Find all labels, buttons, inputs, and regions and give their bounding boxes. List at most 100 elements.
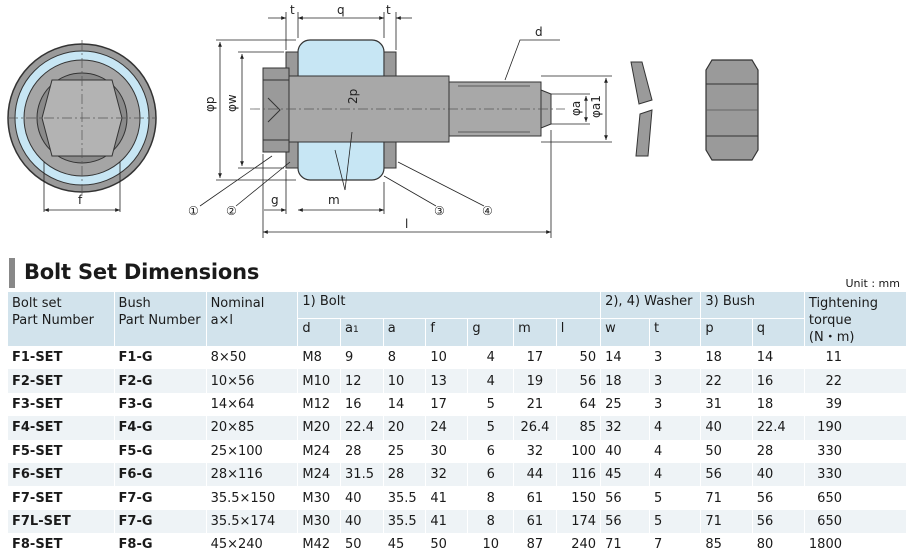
- table-cell: 18: [751, 392, 805, 417]
- table-cell: 330: [803, 439, 906, 463]
- dim-l: l: [405, 217, 408, 231]
- header-bolt: 1) Bolt: [297, 292, 601, 319]
- table-cell: F3-SET: [12, 396, 63, 412]
- subheader-q: q: [751, 317, 805, 346]
- callout-1: ①: [188, 204, 199, 218]
- table-cell: 4: [467, 346, 514, 370]
- table-cell: 80: [751, 533, 805, 557]
- callout-2: ②: [226, 204, 237, 218]
- subheader-d: d: [297, 317, 341, 346]
- table-cell: 12: [340, 369, 384, 393]
- table-cell: 28: [382, 462, 426, 487]
- table-cell: F7-G: [113, 486, 207, 510]
- subheader-w: w: [600, 317, 650, 346]
- table-cell: 10: [467, 533, 514, 557]
- table-cell: 44: [513, 462, 557, 487]
- table-cell: 150: [555, 486, 601, 510]
- table-cell: 40: [751, 462, 805, 487]
- table-cell: 40: [600, 439, 650, 463]
- table-cell: 32: [425, 462, 468, 487]
- unit-note: Unit : mm: [845, 277, 900, 290]
- subheader-m: m: [513, 317, 557, 346]
- table-cell: 28: [751, 439, 805, 463]
- table-cell: F3-G: [113, 392, 207, 417]
- table-cell: 8: [382, 346, 426, 370]
- table-cell: 20×85: [205, 416, 298, 440]
- subheader-a: a: [382, 317, 426, 346]
- table-cell: 21: [513, 392, 557, 417]
- dim-t-left: t: [290, 3, 295, 17]
- table-cell: 14: [382, 392, 426, 417]
- table-cell: 71: [700, 486, 753, 510]
- subheader-l: l: [555, 317, 601, 346]
- header-washer: 2), 4) Washer: [600, 292, 701, 319]
- table-cell: 28×116: [205, 462, 298, 487]
- table-cell: 25: [600, 392, 650, 417]
- table-cell: 19: [513, 369, 557, 393]
- table-cell: 71: [600, 533, 650, 557]
- table-cell: 56: [700, 462, 753, 487]
- dim-2p: 2p: [346, 89, 360, 104]
- table-cell: 56: [751, 509, 805, 534]
- table-cell: F6-G: [113, 462, 207, 487]
- table-cell: 25×100: [205, 439, 298, 463]
- table-cell: 17: [425, 392, 468, 417]
- table-cell: 20: [382, 416, 426, 440]
- table-cell: M42: [297, 533, 341, 557]
- dim-phi-p: φp: [203, 96, 217, 112]
- table-cell: 17: [513, 346, 557, 370]
- table-cell: 56: [555, 369, 601, 393]
- table-cell: 50: [700, 439, 753, 463]
- table-cell: 3: [648, 346, 701, 370]
- spring-washer: [630, 61, 653, 157]
- table-cell: 6: [467, 439, 514, 463]
- table-cell: M24: [297, 439, 341, 463]
- table-cell: F8-SET: [12, 537, 63, 553]
- table-cell: 240: [555, 533, 601, 557]
- table-cell: 26.4: [513, 416, 557, 440]
- table-cell: 8×50: [205, 346, 298, 370]
- table-cell: 14: [751, 346, 805, 370]
- bolt-set-table: Bolt set Part Number Bush Part Number No…: [8, 292, 906, 557]
- table-cell: M10: [297, 369, 341, 393]
- subheader-p: p: [700, 317, 753, 346]
- table-cell: 50: [555, 346, 601, 370]
- dim-d: d: [535, 25, 543, 39]
- table-cell: F1-G: [113, 346, 207, 370]
- table-cell: 14×64: [205, 392, 298, 417]
- table-cell: 116: [555, 462, 601, 487]
- table-cell: 31: [700, 392, 753, 417]
- table-cell: F6-SET: [8, 462, 115, 487]
- dim-q: q: [337, 3, 345, 17]
- subheader-a1: a1: [340, 317, 384, 346]
- table-cell: 5: [648, 509, 701, 534]
- table-cell: 22: [700, 369, 753, 393]
- table-cell: 4: [648, 439, 701, 463]
- table-cell: 24: [425, 416, 468, 440]
- table-cell: 3: [648, 392, 701, 417]
- header-bush-part-number: Bush Part Number: [113, 292, 207, 346]
- table-cell: 40: [340, 509, 384, 534]
- dim-f-end: f: [78, 193, 83, 207]
- dim-m: m: [328, 193, 340, 207]
- table-cell: 14: [600, 346, 650, 370]
- table-cell: M24: [297, 462, 341, 487]
- table-cell: 56: [751, 486, 805, 510]
- table-cell: 13: [425, 369, 468, 393]
- table-cell: 71: [700, 509, 753, 534]
- table-cell: 40: [340, 486, 384, 510]
- callout-4: ④: [482, 204, 493, 218]
- table-cell: 16: [340, 392, 384, 417]
- hex-nut: [705, 59, 759, 161]
- table-cell: 6: [467, 462, 514, 487]
- table-cell: 4: [467, 369, 514, 393]
- dim-phi-a1: φa1: [589, 95, 603, 118]
- table-cell: 18: [600, 369, 650, 393]
- table-cell: 35.5: [382, 486, 426, 510]
- table-cell: 8: [467, 509, 514, 534]
